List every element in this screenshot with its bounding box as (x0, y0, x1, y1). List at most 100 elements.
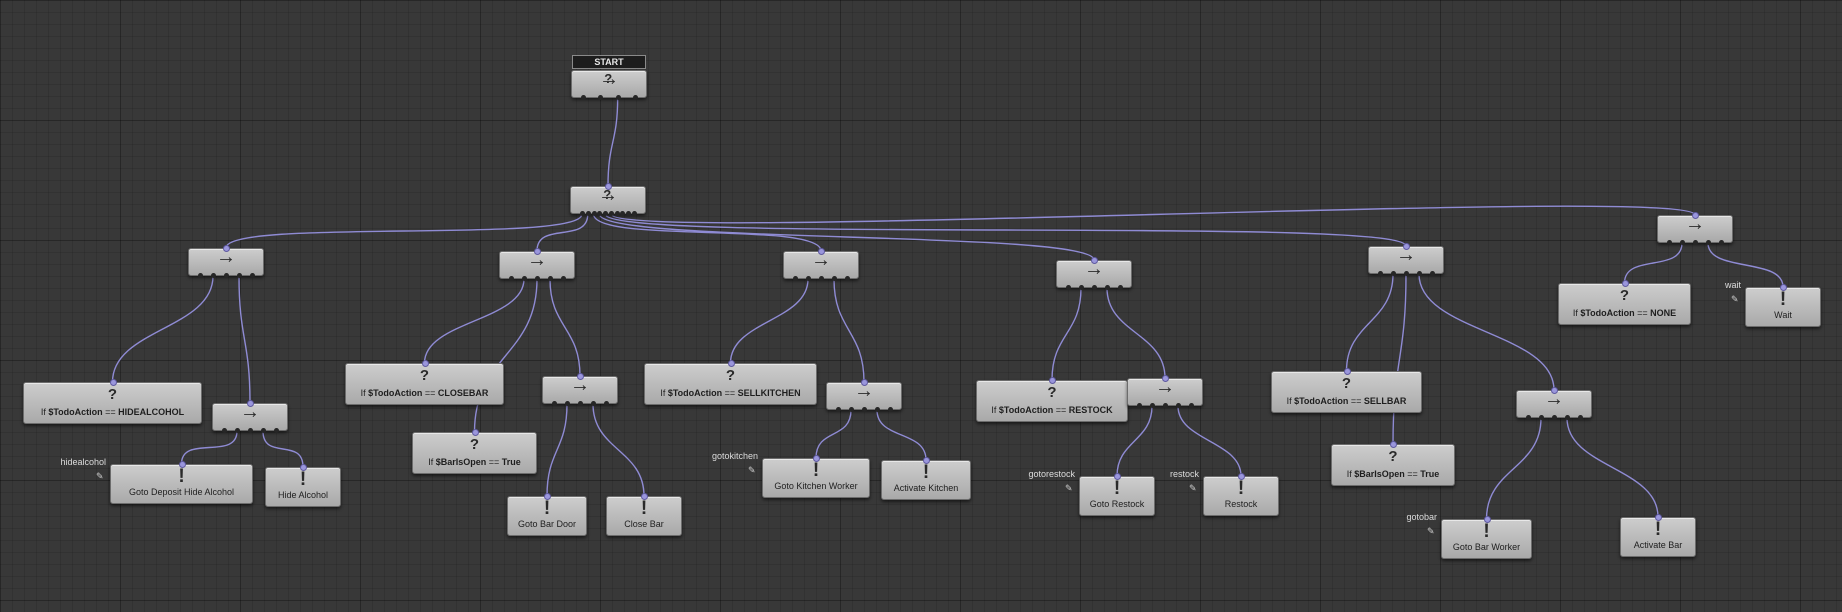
output-port[interactable] (250, 273, 255, 278)
output-port[interactable] (235, 428, 240, 433)
sequencer-node-seq1b[interactable]: → (212, 400, 288, 433)
output-port[interactable] (604, 401, 609, 406)
input-port[interactable] (109, 379, 117, 386)
output-port[interactable] (1176, 403, 1181, 408)
output-port[interactable] (819, 276, 824, 281)
output-port[interactable] (1404, 271, 1409, 276)
output-port[interactable] (626, 211, 632, 216)
output-port[interactable] (222, 428, 227, 433)
condition-node-c8[interactable]: ?If $TodoAction == NONE (1558, 280, 1691, 325)
output-port[interactable] (888, 407, 893, 412)
output-port[interactable] (845, 276, 850, 281)
output-port[interactable] (552, 401, 557, 406)
input-port[interactable] (813, 455, 820, 462)
output-port[interactable] (1706, 240, 1711, 245)
action-node-a10[interactable]: !Activate Bar (1620, 514, 1696, 557)
output-port[interactable] (1719, 240, 1724, 245)
output-port[interactable] (1539, 415, 1544, 420)
input-port[interactable] (1049, 377, 1056, 384)
input-port[interactable] (1162, 375, 1169, 382)
output-port[interactable] (832, 276, 837, 281)
priority-node-root[interactable]: ?→ (571, 69, 647, 100)
output-port[interactable] (261, 428, 266, 433)
output-port[interactable] (1150, 403, 1155, 408)
input-port[interactable] (1655, 514, 1662, 521)
output-port[interactable] (633, 95, 638, 100)
input-port[interactable] (1551, 387, 1558, 394)
output-port[interactable] (211, 273, 216, 278)
action-node-a9[interactable]: !Goto Bar Worker (1441, 516, 1532, 559)
sequencer-node-seq1[interactable]: → (188, 245, 264, 278)
input-port[interactable] (1692, 212, 1699, 219)
output-port[interactable] (632, 211, 637, 216)
sequencer-node-seq3b[interactable]: → (826, 379, 902, 412)
output-port[interactable] (580, 211, 585, 216)
output-port[interactable] (836, 407, 841, 412)
output-port[interactable] (1163, 403, 1168, 408)
output-port[interactable] (862, 407, 867, 412)
action-node-a11[interactable]: !Wait (1745, 284, 1821, 327)
output-port[interactable] (585, 211, 591, 216)
output-port[interactable] (614, 211, 620, 216)
condition-node-c4[interactable]: ?If $TodoAction == SELLKITCHEN (644, 360, 817, 405)
action-node-a2[interactable]: !Hide Alcohol (265, 464, 341, 507)
input-port[interactable] (727, 360, 735, 367)
output-port[interactable] (1565, 415, 1570, 420)
input-port[interactable] (1091, 257, 1098, 264)
output-port[interactable] (548, 276, 553, 281)
input-port[interactable] (641, 493, 648, 500)
output-port[interactable] (591, 211, 597, 216)
condition-node-c3[interactable]: ?If $BarIsOpen == True (412, 429, 537, 474)
priority-node-prio[interactable]: ?→ (570, 183, 646, 216)
action-node-a6[interactable]: !Activate Kitchen (881, 457, 971, 500)
input-port[interactable] (1621, 280, 1629, 287)
output-port[interactable] (224, 273, 229, 278)
output-port[interactable] (875, 407, 880, 412)
input-port[interactable] (1780, 284, 1787, 291)
output-port[interactable] (565, 401, 570, 406)
output-port[interactable] (1189, 403, 1194, 408)
condition-node-c6[interactable]: ?If $TodoAction == SELLBAR (1271, 368, 1422, 413)
input-port[interactable] (300, 464, 307, 471)
output-port[interactable] (1391, 271, 1396, 276)
condition-node-c1[interactable]: ?If $TodoAction == HIDEALCOHOL (23, 379, 202, 424)
output-port[interactable] (1578, 415, 1583, 420)
input-port[interactable] (818, 248, 825, 255)
input-port[interactable] (1343, 368, 1351, 375)
input-port[interactable] (544, 493, 551, 500)
output-port[interactable] (1137, 403, 1142, 408)
input-port[interactable] (1114, 473, 1121, 480)
sequencer-node-seq3[interactable]: → (783, 248, 859, 281)
output-port[interactable] (237, 273, 242, 278)
output-port[interactable] (1430, 271, 1435, 276)
output-port[interactable] (615, 95, 621, 100)
output-port[interactable] (1118, 285, 1123, 290)
input-port[interactable] (1390, 441, 1397, 448)
output-port[interactable] (1693, 240, 1698, 245)
action-node-a3[interactable]: !Goto Bar Door (507, 493, 587, 536)
sequencer-node-seq4[interactable]: → (1056, 257, 1132, 290)
output-port[interactable] (591, 401, 596, 406)
condition-node-c2[interactable]: ?If $TodoAction == CLOSEBAR (345, 360, 504, 405)
output-port[interactable] (1667, 240, 1672, 245)
output-port[interactable] (581, 95, 586, 100)
output-port[interactable] (620, 211, 626, 216)
output-port[interactable] (793, 276, 798, 281)
input-port[interactable] (605, 183, 612, 190)
output-port[interactable] (522, 276, 527, 281)
sequencer-node-seq2[interactable]: → (499, 248, 575, 281)
output-port[interactable] (198, 273, 203, 278)
condition-node-c7[interactable]: ?If $BarIsOpen == True (1331, 441, 1455, 486)
input-port[interactable] (421, 360, 429, 367)
output-port[interactable] (535, 276, 540, 281)
output-port[interactable] (597, 211, 603, 216)
action-node-a4[interactable]: !Close Bar (606, 493, 682, 536)
output-port[interactable] (1680, 240, 1685, 245)
input-port[interactable] (534, 248, 541, 255)
output-port[interactable] (849, 407, 854, 412)
output-port[interactable] (509, 276, 514, 281)
output-port[interactable] (1417, 271, 1422, 276)
input-port[interactable] (861, 379, 868, 386)
sequencer-node-seq5b[interactable]: → (1516, 387, 1592, 420)
output-port[interactable] (806, 276, 811, 281)
